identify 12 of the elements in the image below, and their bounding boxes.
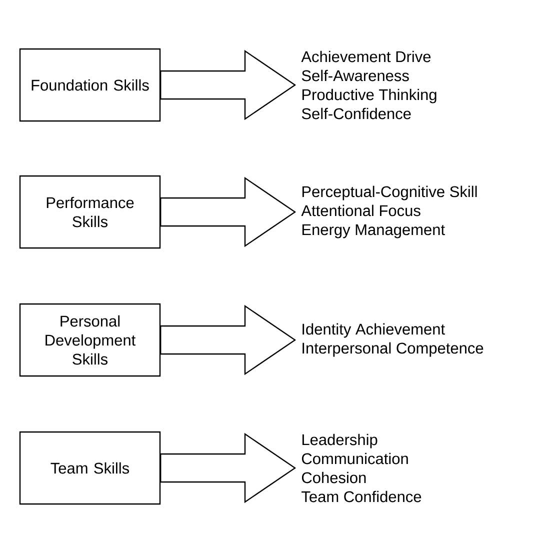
skill-list: Leadership Communication Cohesion Team Confidence: [302, 434, 422, 502]
skill-box: Foundation Skills: [19, 48, 161, 122]
skill-list: Identity Achievement Interpersonal Competence: [302, 323, 484, 357]
skill-box: Team Skills: [19, 431, 161, 505]
block-arrow: [160, 176, 296, 248]
skill-list: Achievement Drive Self-Awareness Productive Thinking Self-Confidence: [301, 50, 436, 120]
block-arrow: [160, 304, 296, 376]
skill-box: Personal Development Skills: [19, 303, 161, 377]
block-arrow: [160, 50, 296, 120]
skill-box: Performance Skills: [19, 175, 161, 249]
block-arrow: [160, 432, 296, 504]
skill-list: Perceptual-Cognitive Skill Attentional Focus Energy Management: [301, 186, 477, 238]
